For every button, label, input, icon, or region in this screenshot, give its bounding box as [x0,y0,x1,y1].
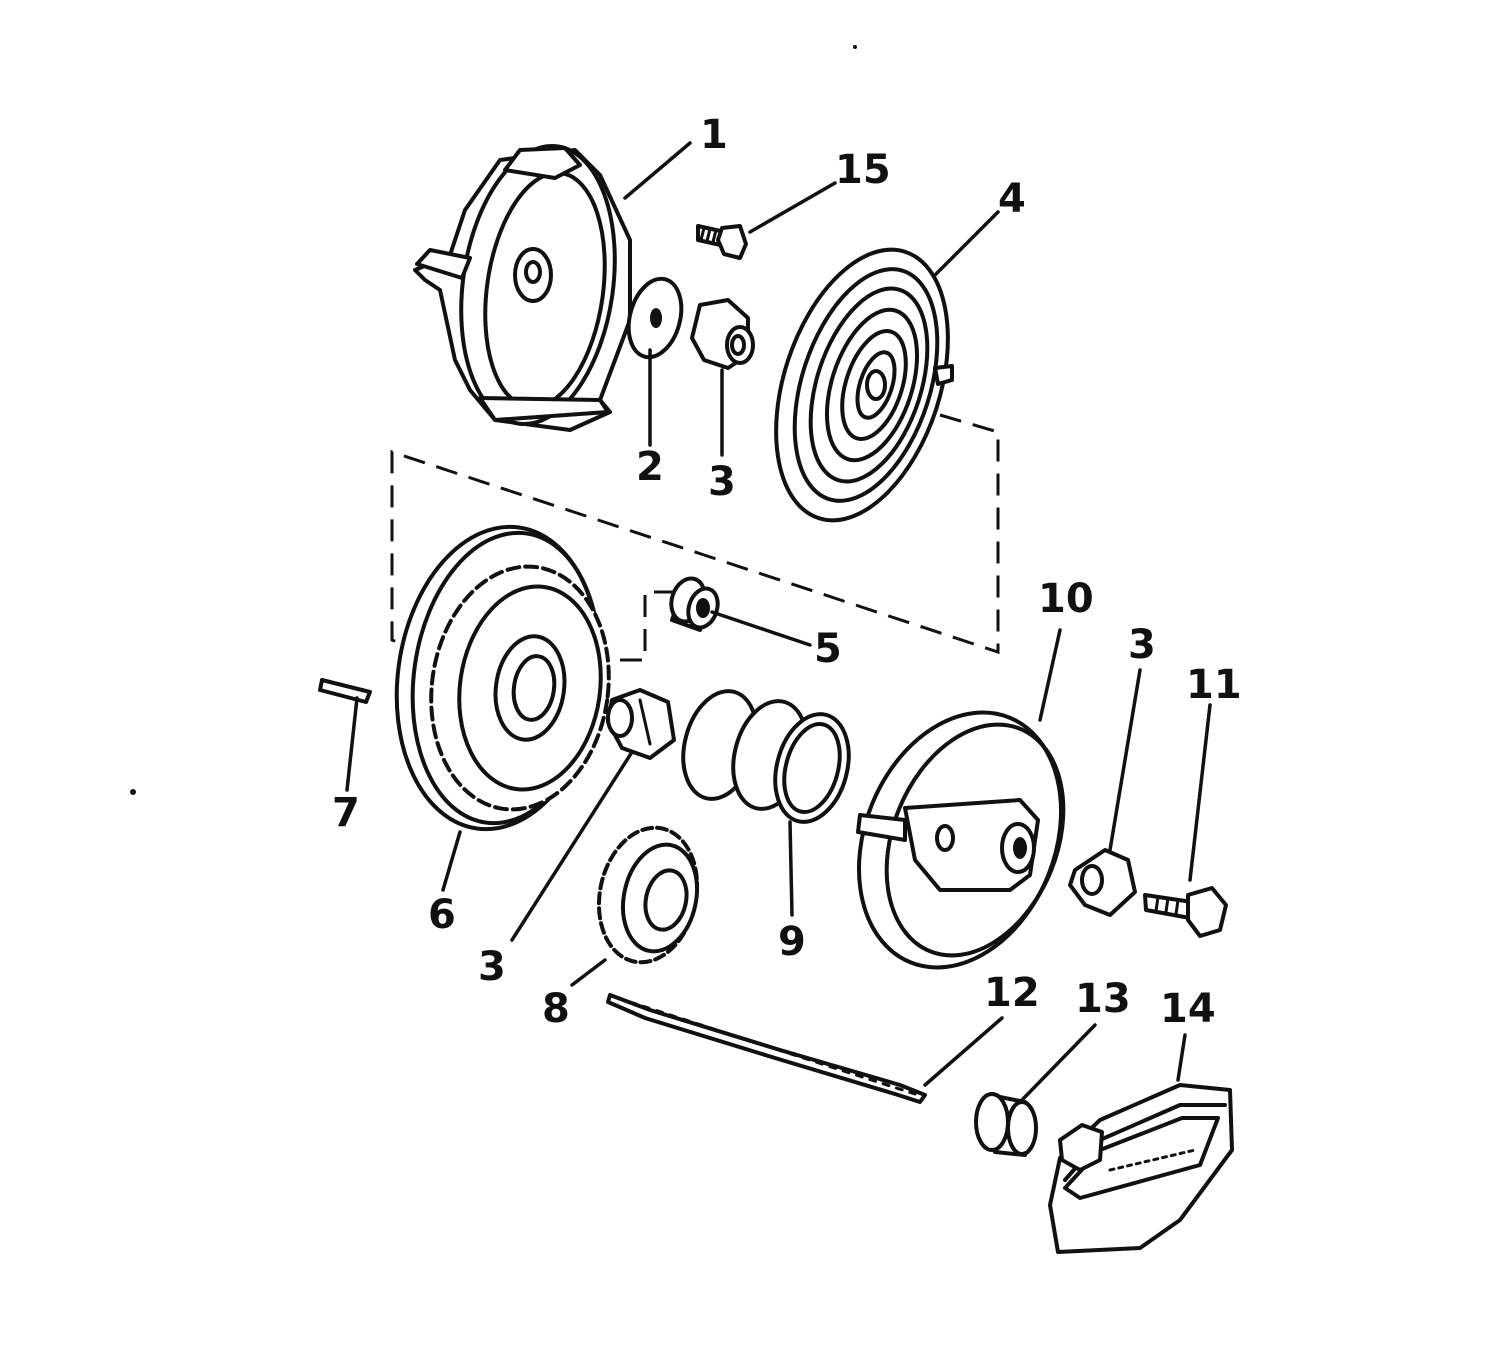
part-14-handle [1048,1083,1234,1254]
assembly-guide-line [390,413,1000,655]
callout-3-top: 3 [708,459,736,505]
leader-14 [1176,1033,1187,1082]
part-12-rope [606,993,927,1104]
callout-15: 15 [835,147,891,193]
part-15-screw [696,224,748,260]
leader-11 [1188,703,1212,882]
leader-1 [623,141,692,200]
callout-11: 11 [1186,662,1242,708]
part-3-nut-middle [606,688,676,760]
leader-15 [748,181,837,234]
part-2-washer [626,276,684,360]
speck-left [130,789,136,795]
leader-13 [1020,1023,1097,1102]
callout-7: 7 [332,790,360,836]
leader-9 [788,820,794,917]
leader-10 [1038,628,1062,722]
part-6-gear-drum [394,524,611,832]
callout-6: 6 [428,892,456,938]
part-3-nut-top [690,298,755,370]
callout-9: 9 [778,919,806,965]
leader-12 [923,1016,1004,1087]
assembly-guide-bushing [600,590,676,662]
part-1-housing [413,143,632,432]
callout-2: 2 [636,444,664,490]
leader-5 [710,610,812,647]
leader-7 [345,696,359,792]
callout-3-middle: 3 [478,944,506,990]
callout-12: 12 [984,970,1040,1016]
callout-8: 8 [542,986,570,1032]
callout-5: 5 [814,626,842,672]
callout-13: 13 [1075,976,1131,1022]
leader-3-right [1108,668,1142,852]
part-9-coil-spring [681,689,851,824]
leader-8 [570,958,607,987]
callout-3-right: 3 [1128,622,1156,668]
callout-10: 10 [1038,576,1094,622]
part-4-spring-housing [774,247,954,523]
callout-1: 1 [700,112,728,158]
part-7-pin [318,678,372,704]
part-13-ferrule [974,1092,1038,1157]
part-10-pulley [856,710,1066,970]
part-5-bushing [669,576,720,632]
part-3-nut-right [1068,848,1137,917]
part-8-pinion-gear [596,825,700,965]
callout-14: 14 [1160,986,1216,1032]
part-11-bolt [1143,886,1228,938]
leader-3-mid [510,750,634,942]
leader-4 [933,210,1000,277]
leader-6 [441,830,462,892]
callout-4: 4 [998,176,1026,222]
speck-top [853,45,857,49]
